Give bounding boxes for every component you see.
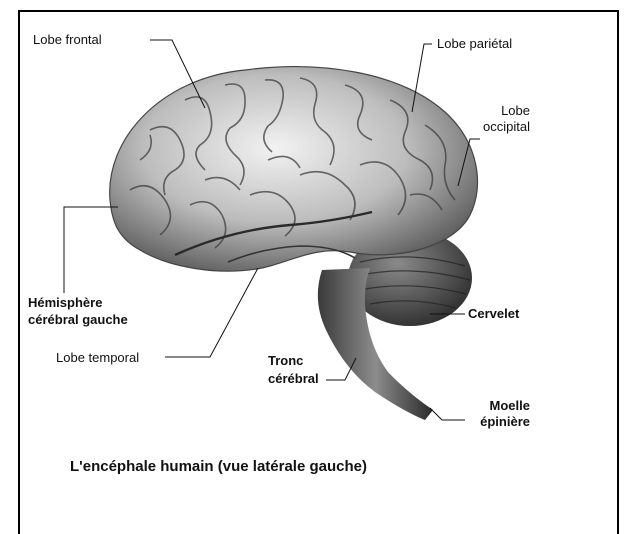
cerebrum-shape (110, 67, 478, 271)
label-lobe-occipital-2: occipital (470, 119, 530, 134)
label-lobe-parietal: Lobe pariétal (437, 36, 512, 51)
label-lobe-temporal: Lobe temporal (56, 350, 139, 365)
label-hemisphere-1: Hémisphère (28, 295, 102, 310)
label-hemisphere-2: cérébral gauche (28, 312, 128, 327)
label-lobe-frontal: Lobe frontal (33, 32, 102, 47)
label-tronc-1: Tronc (268, 353, 303, 368)
label-lobe-occipital-1: Lobe (470, 103, 530, 118)
label-cervelet: Cervelet (468, 306, 519, 321)
label-tronc-2: cérébral (268, 371, 319, 386)
figure-caption: L'encéphale humain (vue latérale gauche) (70, 458, 490, 475)
label-moelle-1: Moelle (460, 398, 530, 413)
label-moelle-2: épinière (460, 414, 530, 429)
